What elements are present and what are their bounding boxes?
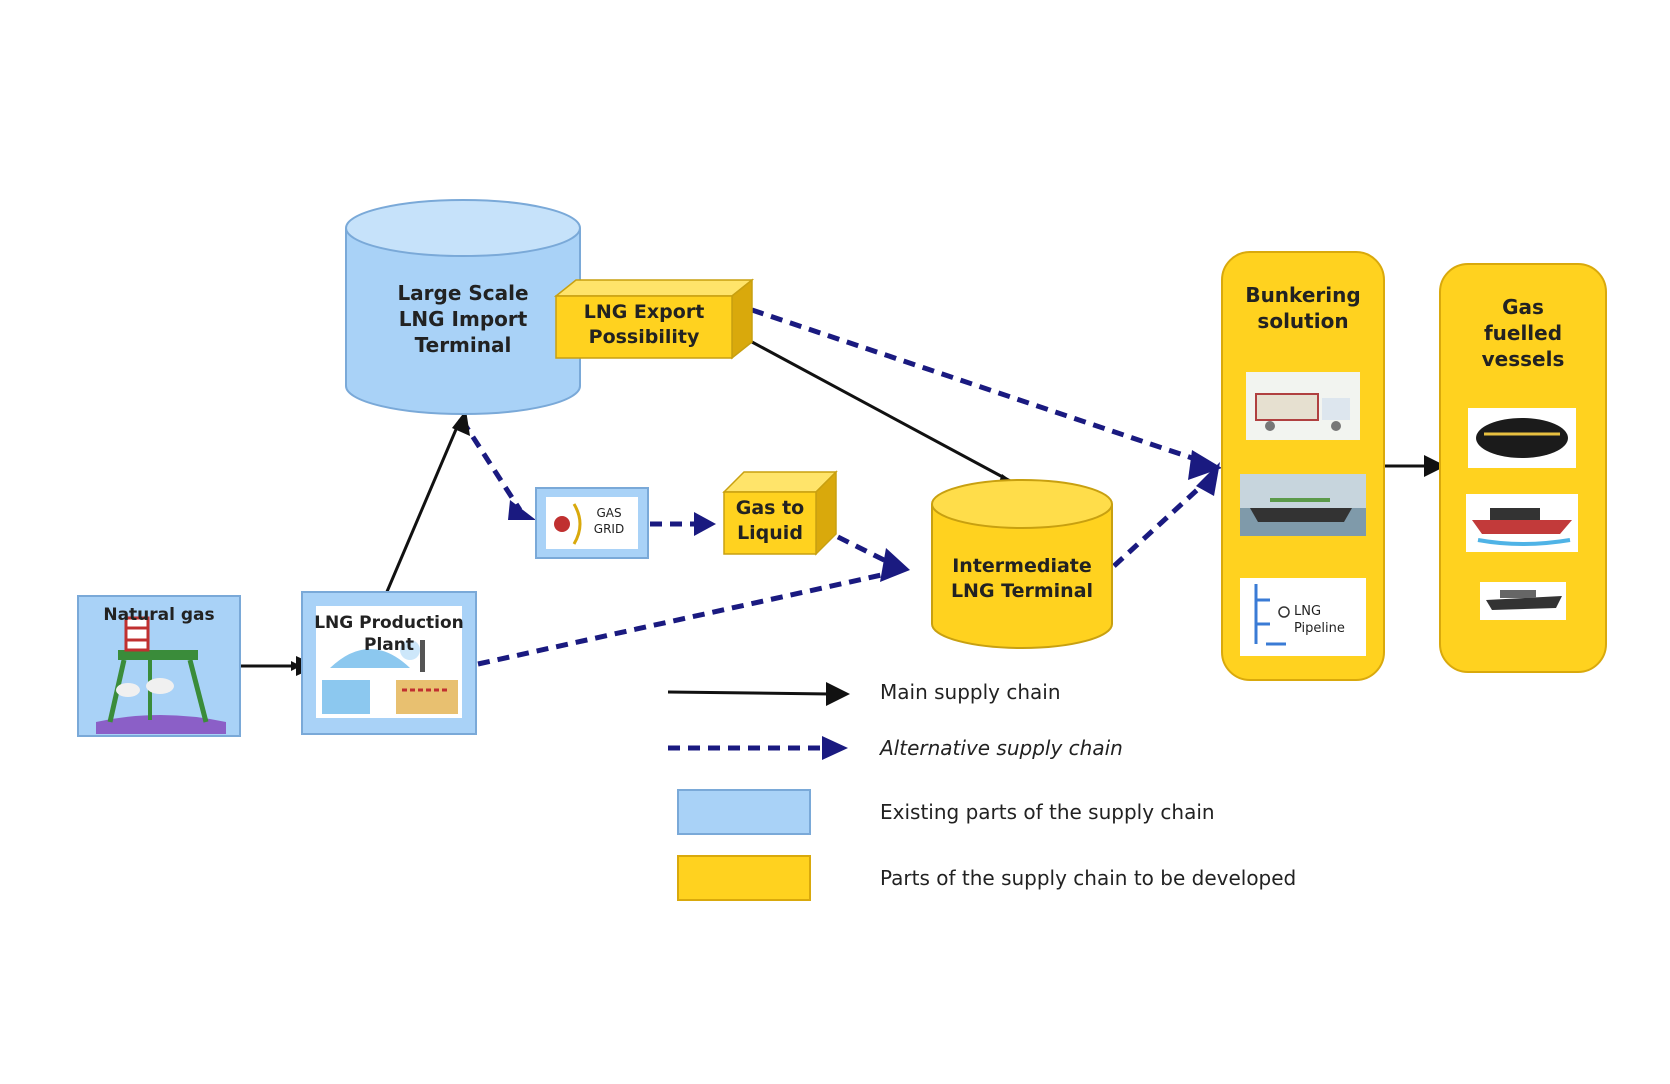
main-arrows bbox=[240, 340, 1430, 671]
pipeline-icon bbox=[1240, 578, 1366, 656]
arrowhead-black bbox=[1424, 455, 1446, 477]
arrowhead-blue bbox=[880, 548, 910, 582]
alt-export-to-bunkering bbox=[751, 307, 1211, 467]
intermediate-terminal-node bbox=[931, 479, 1113, 649]
legend-main-label: Main supply chain bbox=[880, 680, 1061, 704]
alt-production-to-intermediate bbox=[477, 571, 887, 667]
alt-gtl-to-intermediate bbox=[818, 525, 892, 566]
lng-production-label: LNG Production Plant bbox=[314, 613, 464, 656]
legend-develop-swatch bbox=[677, 855, 811, 901]
alt-intermediate-to-bunkering bbox=[1112, 478, 1210, 568]
natural-gas-label: Natural gas bbox=[103, 605, 215, 625]
arrowhead-blue bbox=[1196, 462, 1220, 496]
arrowhead-blue bbox=[508, 500, 536, 520]
gas-grid-label: GAS GRID bbox=[593, 506, 625, 536]
alt-large-to-grid bbox=[459, 418, 523, 512]
gas-flame-icon bbox=[554, 503, 582, 545]
bunkering-card bbox=[1221, 251, 1385, 681]
legend-develop-label: Parts of the supply chain to be develope… bbox=[880, 866, 1297, 890]
large-scale-terminal-label: Large Scale LNG Import Terminal bbox=[397, 281, 529, 357]
vessel-icon bbox=[1468, 408, 1576, 468]
arrowhead-black bbox=[452, 410, 470, 436]
legend-alternative-label: Alternative supply chain bbox=[880, 736, 1123, 760]
lng-production-node bbox=[301, 591, 477, 735]
gas-to-liquid-label: Gas to Liquid bbox=[735, 497, 805, 544]
truck-icon bbox=[1246, 372, 1360, 440]
factory-icon bbox=[322, 640, 458, 714]
tanker-icon bbox=[1480, 582, 1566, 620]
lng-export-node bbox=[553, 278, 755, 360]
legend-existing-swatch bbox=[677, 789, 811, 835]
offshore-platform-icon bbox=[96, 616, 226, 734]
lng-export-label: LNG Export Possibility bbox=[583, 301, 705, 348]
ship-icon bbox=[1466, 494, 1578, 552]
gas-fuelled-card bbox=[1439, 263, 1607, 673]
arrowhead-blue bbox=[1188, 450, 1222, 480]
legend-existing-label: Existing parts of the supply chain bbox=[880, 800, 1215, 824]
natural-gas-node bbox=[77, 595, 241, 737]
legend-main-line bbox=[667, 690, 831, 696]
lng-pipeline-label: LNG Pipeline bbox=[1294, 604, 1345, 636]
alternative-arrows bbox=[459, 307, 1211, 667]
gas-grid-node bbox=[535, 487, 649, 559]
large-scale-terminal-node bbox=[345, 199, 581, 415]
intermediate-terminal-label: Intermediate LNG Terminal bbox=[950, 555, 1094, 602]
arrow-export-to-intermediate bbox=[751, 340, 1013, 484]
gas-fuelled-title: Gas fuelled vessels bbox=[1481, 295, 1565, 371]
gas-to-liquid-node bbox=[722, 470, 838, 556]
bunker-ship-icon bbox=[1240, 474, 1366, 536]
bunkering-title: Bunkering solution bbox=[1245, 283, 1361, 333]
arrowhead-blue bbox=[694, 512, 716, 536]
legend-graphics bbox=[667, 682, 850, 901]
arrow-production-to-large bbox=[384, 419, 462, 595]
